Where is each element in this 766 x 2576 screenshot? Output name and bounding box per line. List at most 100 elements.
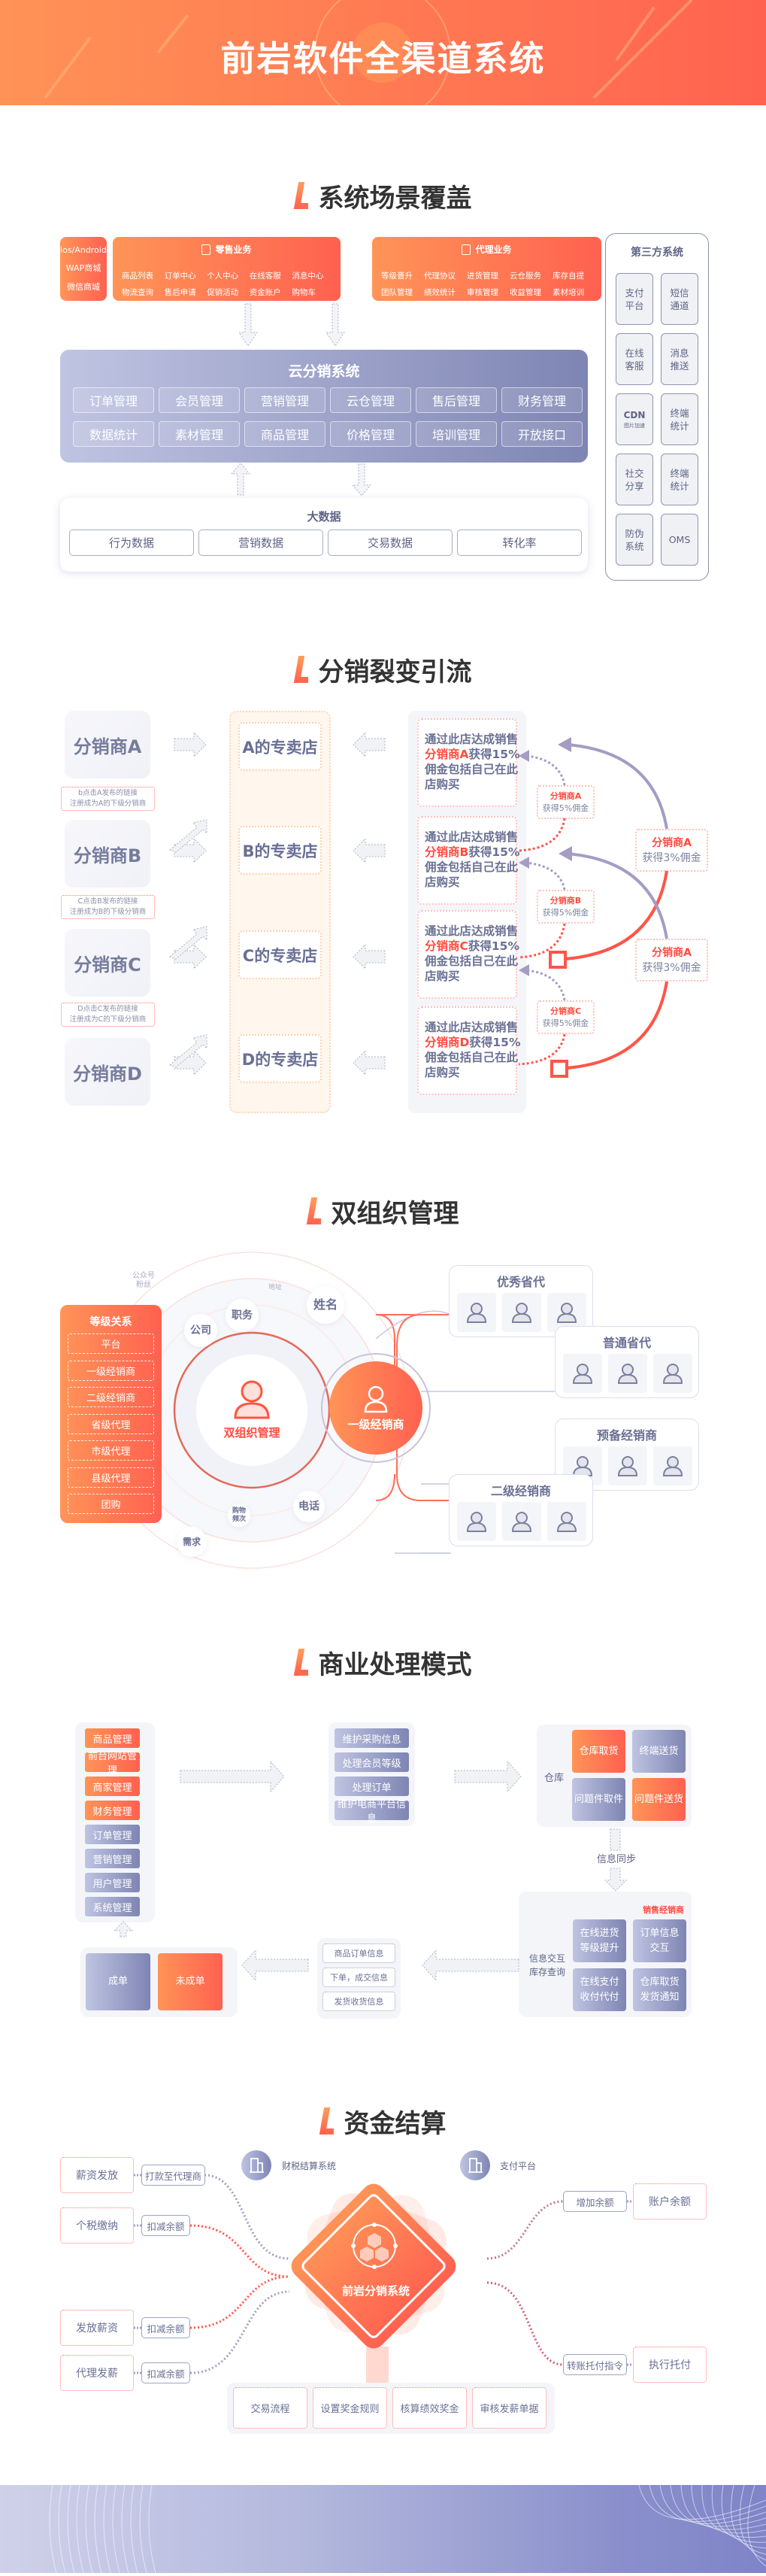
level-item[interactable]: 县级代理 bbox=[68, 1467, 154, 1488]
third-party-item[interactable]: 防伪 系统 bbox=[616, 514, 653, 566]
third-party-item[interactable]: 社交 分享 bbox=[616, 454, 653, 505]
level-item[interactable]: 一级经销商 bbox=[68, 1360, 154, 1381]
settlement-target[interactable]: 执行托付 bbox=[633, 2347, 707, 2383]
admin-item[interactable]: 用户管理 bbox=[85, 1873, 140, 1892]
dealer-tile[interactable]: 在线进货 等级提升 bbox=[573, 1919, 626, 1962]
settlement-action[interactable]: 转账托付指令 bbox=[563, 2354, 627, 2375]
third-party-item[interactable]: 短信 通道 bbox=[661, 273, 698, 325]
settlement-source[interactable]: 发放薪资 bbox=[60, 2310, 134, 2346]
distributor-card[interactable]: 分销商B bbox=[65, 820, 150, 887]
cloud-module[interactable]: 订单管理 bbox=[73, 387, 154, 413]
cloud-module[interactable]: 素材管理 bbox=[159, 421, 240, 447]
admin-item[interactable]: 订单管理 bbox=[85, 1825, 140, 1844]
cloud-module[interactable]: 价格管理 bbox=[330, 421, 411, 447]
level-item[interactable]: 团购 bbox=[68, 1494, 154, 1514]
settlement-action[interactable]: 扣减余额 bbox=[141, 2317, 190, 2338]
member-avatar-icon[interactable] bbox=[502, 1293, 541, 1332]
admin-item[interactable]: 财务管理 bbox=[85, 1801, 140, 1820]
member-avatar-icon[interactable] bbox=[608, 1446, 647, 1485]
settlement-source[interactable]: 薪资发放 bbox=[60, 2157, 134, 2193]
process-step[interactable]: 设置奖金规则 bbox=[313, 2387, 387, 2429]
dealer-group-card[interactable]: 二级经销商 bbox=[449, 1474, 593, 1546]
merchant-item[interactable]: 维护电商平台信息 bbox=[335, 1799, 409, 1825]
admin-item[interactable]: 商品管理 bbox=[85, 1728, 140, 1748]
dealer-tile[interactable]: 仓库取货 发货通知 bbox=[633, 1968, 686, 2011]
warehouse-tile[interactable]: 仓库取货 bbox=[572, 1730, 625, 1773]
bigdata-item[interactable]: 转化率 bbox=[457, 529, 582, 556]
member-avatar-icon[interactable] bbox=[502, 1502, 541, 1541]
store-card[interactable]: A的专卖店 bbox=[238, 722, 322, 771]
dealer-group-card[interactable]: 预备经销商 bbox=[555, 1418, 699, 1491]
member-avatar-icon[interactable] bbox=[608, 1354, 647, 1393]
distributor-card[interactable]: 分销商D bbox=[65, 1038, 150, 1106]
cloud-module[interactable]: 培训管理 bbox=[416, 421, 497, 447]
result-tile[interactable]: 未成单 bbox=[158, 1953, 223, 2010]
store-card[interactable]: C的专卖店 bbox=[238, 930, 322, 979]
cloud-module[interactable]: 售后管理 bbox=[416, 387, 497, 413]
tax-system-label: 财税结算系统 bbox=[282, 2161, 337, 2171]
cloud-module[interactable]: 营销管理 bbox=[244, 387, 325, 413]
settlement-source[interactable]: 代理发薪 bbox=[60, 2355, 134, 2391]
cloud-module[interactable]: 数据统计 bbox=[73, 421, 154, 447]
commission-who: 分销商A bbox=[550, 790, 582, 801]
process-step[interactable]: 审核发薪单据 bbox=[472, 2387, 546, 2429]
dealer-group-card[interactable]: 优秀省代 bbox=[449, 1265, 593, 1337]
merchant-item[interactable]: 处理订单 bbox=[335, 1776, 409, 1796]
warehouse-tile[interactable]: 问题件送货 bbox=[632, 1778, 686, 1821]
primary-dealer-node[interactable]: 一级经销商 bbox=[329, 1361, 422, 1455]
member-avatar-icon[interactable] bbox=[457, 1502, 496, 1541]
cloud-module[interactable]: 开放接口 bbox=[501, 421, 583, 447]
settlement-action[interactable]: 扣减余额 bbox=[141, 2215, 190, 2236]
member-avatar-icon[interactable] bbox=[547, 1502, 586, 1541]
process-step[interactable]: 交易流程 bbox=[233, 2387, 307, 2429]
third-party-item[interactable]: OMS bbox=[661, 514, 698, 566]
third-party-item[interactable]: 消息 推送 bbox=[661, 333, 698, 385]
third-party-item[interactable]: 在线 客服 bbox=[616, 333, 653, 385]
settlement-action[interactable]: 扣减余额 bbox=[141, 2362, 190, 2383]
cloud-module[interactable]: 会员管理 bbox=[159, 387, 240, 413]
bigdata-item[interactable]: 营销数据 bbox=[198, 529, 323, 556]
merchant-item[interactable]: 维护采购信息 bbox=[335, 1728, 409, 1748]
bigdata-item[interactable]: 交易数据 bbox=[328, 529, 453, 556]
settlement-action[interactable]: 打款至代理商 bbox=[141, 2165, 205, 2186]
admin-item[interactable]: 前台网站管理 bbox=[85, 1751, 140, 1776]
settlement-source[interactable]: 个税缴纳 bbox=[60, 2207, 134, 2244]
warehouse-tile[interactable]: 问题件取件 bbox=[572, 1778, 625, 1821]
admin-item[interactable]: 系统管理 bbox=[85, 1897, 140, 1916]
member-avatar-icon[interactable] bbox=[563, 1354, 602, 1393]
settlement-action[interactable]: 增加余额 bbox=[563, 2191, 627, 2212]
level-item[interactable]: 省级代理 bbox=[68, 1413, 154, 1434]
admin-item[interactable]: 商家管理 bbox=[85, 1776, 140, 1796]
dealer-tile[interactable]: 在线支付 收付代付 bbox=[573, 1968, 626, 2011]
store-card[interactable]: D的专卖店 bbox=[238, 1034, 322, 1083]
distributor-card[interactable]: 分销商A bbox=[65, 711, 150, 778]
cloud-module[interactable]: 云仓管理 bbox=[330, 387, 411, 413]
third-party-item[interactable]: 终端 统计 bbox=[661, 393, 698, 445]
cloud-module[interactable]: 财务管理 bbox=[501, 387, 583, 413]
sale-rule-text: 通过此店达成销售分销商A获得15%佣金包括自己在此店购买 bbox=[425, 732, 521, 792]
level-item[interactable]: 市级代理 bbox=[68, 1440, 154, 1461]
member-avatar-icon[interactable] bbox=[457, 1293, 496, 1332]
result-tile[interactable]: 成单 bbox=[86, 1953, 150, 2010]
member-avatar-icon[interactable] bbox=[653, 1446, 692, 1485]
process-step[interactable]: 核算绩效奖金 bbox=[392, 2387, 467, 2429]
level-item[interactable]: 二级经销商 bbox=[68, 1387, 154, 1407]
settlement-target[interactable]: 账户余额 bbox=[633, 2183, 707, 2219]
commission-text: 获得3%佣金 bbox=[642, 961, 701, 974]
admin-item[interactable]: 营销管理 bbox=[85, 1849, 140, 1868]
store-card[interactable]: B的专卖店 bbox=[238, 826, 322, 875]
third-party-item[interactable]: 终端 统计 bbox=[661, 454, 698, 505]
merchant-item[interactable]: 处理会员等级 bbox=[335, 1752, 409, 1772]
dealer-group-card[interactable]: 普通省代 bbox=[555, 1326, 699, 1398]
cloud-module[interactable]: 商品管理 bbox=[244, 421, 325, 447]
dealer-tile[interactable]: 订单信息 交互 bbox=[633, 1919, 686, 1962]
bigdata-item[interactable]: 行为数据 bbox=[69, 529, 194, 556]
orbit-label-need: 需求 bbox=[177, 1527, 207, 1557]
warehouse-tile[interactable]: 终端送货 bbox=[632, 1730, 686, 1773]
member-avatar-icon[interactable] bbox=[547, 1293, 586, 1332]
member-avatar-icon[interactable] bbox=[653, 1354, 692, 1393]
distributor-card[interactable]: 分销商C bbox=[65, 929, 150, 997]
third-party-item[interactable]: 支付 平台 bbox=[616, 273, 653, 325]
level-item[interactable]: 平台 bbox=[68, 1334, 154, 1354]
